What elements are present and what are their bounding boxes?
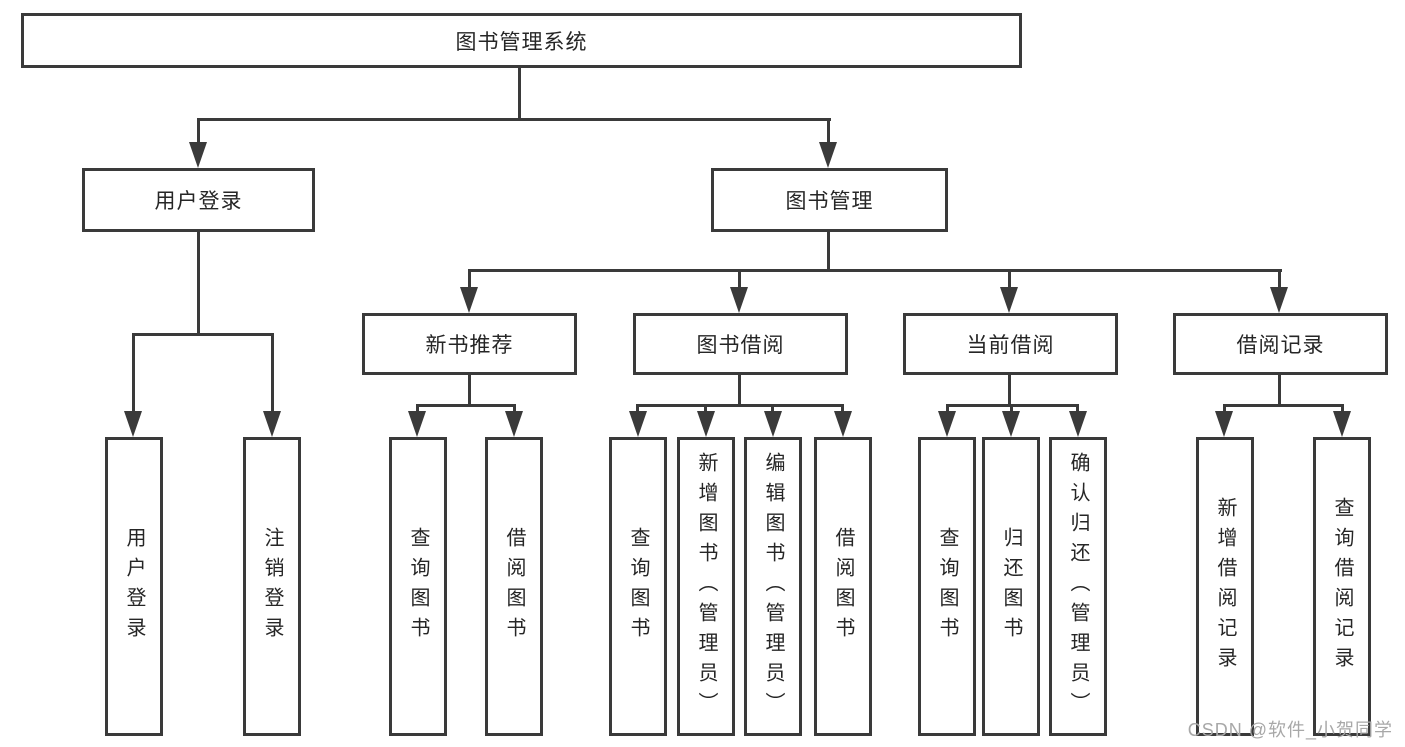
leaf-user-login: 用户登录 [105,437,163,736]
leaf-borrow-books: 借阅图书 [814,437,872,736]
arrow-down-icon [460,287,478,313]
connector-line [1008,269,1011,291]
node-label: 借阅图书 [832,526,854,647]
connector-line [468,373,471,407]
connector-line [271,333,274,413]
arrow-down-icon [263,411,281,437]
arrow-down-icon [730,287,748,313]
arrow-down-icon [697,411,715,437]
leaf-add-books-admin: 新增图书（管理员） [677,437,735,736]
connector-line [468,269,471,291]
arrow-down-icon [834,411,852,437]
node-label: 借阅图书 [503,526,525,647]
connector-line [1278,373,1281,407]
leaf-return-books: 归还图书 [982,437,1040,736]
connector-line [416,404,516,407]
leaf-query-books: 查询图书 [389,437,447,736]
node-label: 用户登录 [154,190,243,213]
arrow-down-icon [819,142,837,168]
connector-line [704,404,707,414]
node-label: 用户登录 [123,526,145,647]
node-label: 新增借阅记录 [1214,496,1236,677]
arrow-down-icon [764,411,782,437]
arrow-down-icon [938,411,956,437]
node-label: 确认归还（管理员） [1067,451,1089,722]
connector-line [636,404,639,414]
node-book-borrowing: 图书借阅 [633,313,848,375]
arrow-down-icon [1069,411,1087,437]
arrow-down-icon [1333,411,1351,437]
connector-line [1223,404,1343,407]
node-library-management-system: 图书管理系统 [21,13,1022,68]
node-label: 借阅记录 [1236,334,1325,357]
connector-line [468,269,1282,272]
node-label: 图书管理系统 [455,30,588,54]
arrow-down-icon [189,142,207,168]
connector-line [1223,404,1226,414]
node-label: 新书推荐 [425,334,514,357]
arrow-down-icon [1000,287,1018,313]
leaf-query-books: 查询图书 [609,437,667,736]
node-current-borrowing: 当前借阅 [903,313,1118,375]
connector-line [946,404,949,414]
connector-line [771,404,774,414]
connector-line [416,404,419,414]
node-new-book-recommendation: 新书推荐 [362,313,577,375]
connector-line [1010,404,1013,414]
node-borrowing-records: 借阅记录 [1173,313,1388,375]
leaf-edit-books-admin: 编辑图书（管理员） [744,437,802,736]
node-label: 编辑图书（管理员） [762,451,784,722]
connector-line [1278,269,1281,291]
connector-line [132,333,135,413]
connector-line [197,230,200,336]
leaf-logout: 注销登录 [243,437,301,736]
node-label: 当前借阅 [966,334,1055,357]
connector-line [518,66,521,121]
connector-line [1008,373,1011,407]
arrow-down-icon [1215,411,1233,437]
connector-line [132,333,274,336]
node-label: 注销登录 [261,526,283,647]
csdn-watermark: CSDN @软件_小贺同学 [1187,720,1393,740]
connector-line [1076,404,1079,414]
node-book-management: 图书管理 [711,168,948,232]
node-label: 图书借阅 [696,334,785,357]
node-label: 查询借阅记录 [1331,496,1353,677]
connector-line [827,118,830,146]
node-user-login: 用户登录 [82,168,315,232]
arrow-down-icon [505,411,523,437]
leaf-add-borrow-record: 新增借阅记录 [1196,437,1254,736]
arrow-down-icon [1270,287,1288,313]
node-label: 查询图书 [407,526,429,647]
leaf-borrow-books: 借阅图书 [485,437,543,736]
leaf-query-books: 查询图书 [918,437,976,736]
arrow-down-icon [408,411,426,437]
arrow-down-icon [629,411,647,437]
connector-line [841,404,844,414]
connector-line [637,404,844,407]
connector-line [513,404,516,414]
arrow-down-icon [124,411,142,437]
node-label: 图书管理 [785,190,874,213]
leaf-confirm-return-admin: 确认归还（管理员） [1049,437,1107,736]
connector-line [738,373,741,407]
node-label: 归还图书 [1000,526,1022,647]
connector-line [197,118,831,121]
connector-line [738,269,741,291]
connector-line [1341,404,1344,414]
arrow-down-icon [1002,411,1020,437]
node-label: 新增图书（管理员） [695,451,717,722]
connector-line [827,230,830,272]
connector-line [197,118,200,146]
node-label: 查询图书 [936,526,958,647]
node-label: 查询图书 [627,526,649,647]
leaf-query-borrow-record: 查询借阅记录 [1313,437,1371,736]
